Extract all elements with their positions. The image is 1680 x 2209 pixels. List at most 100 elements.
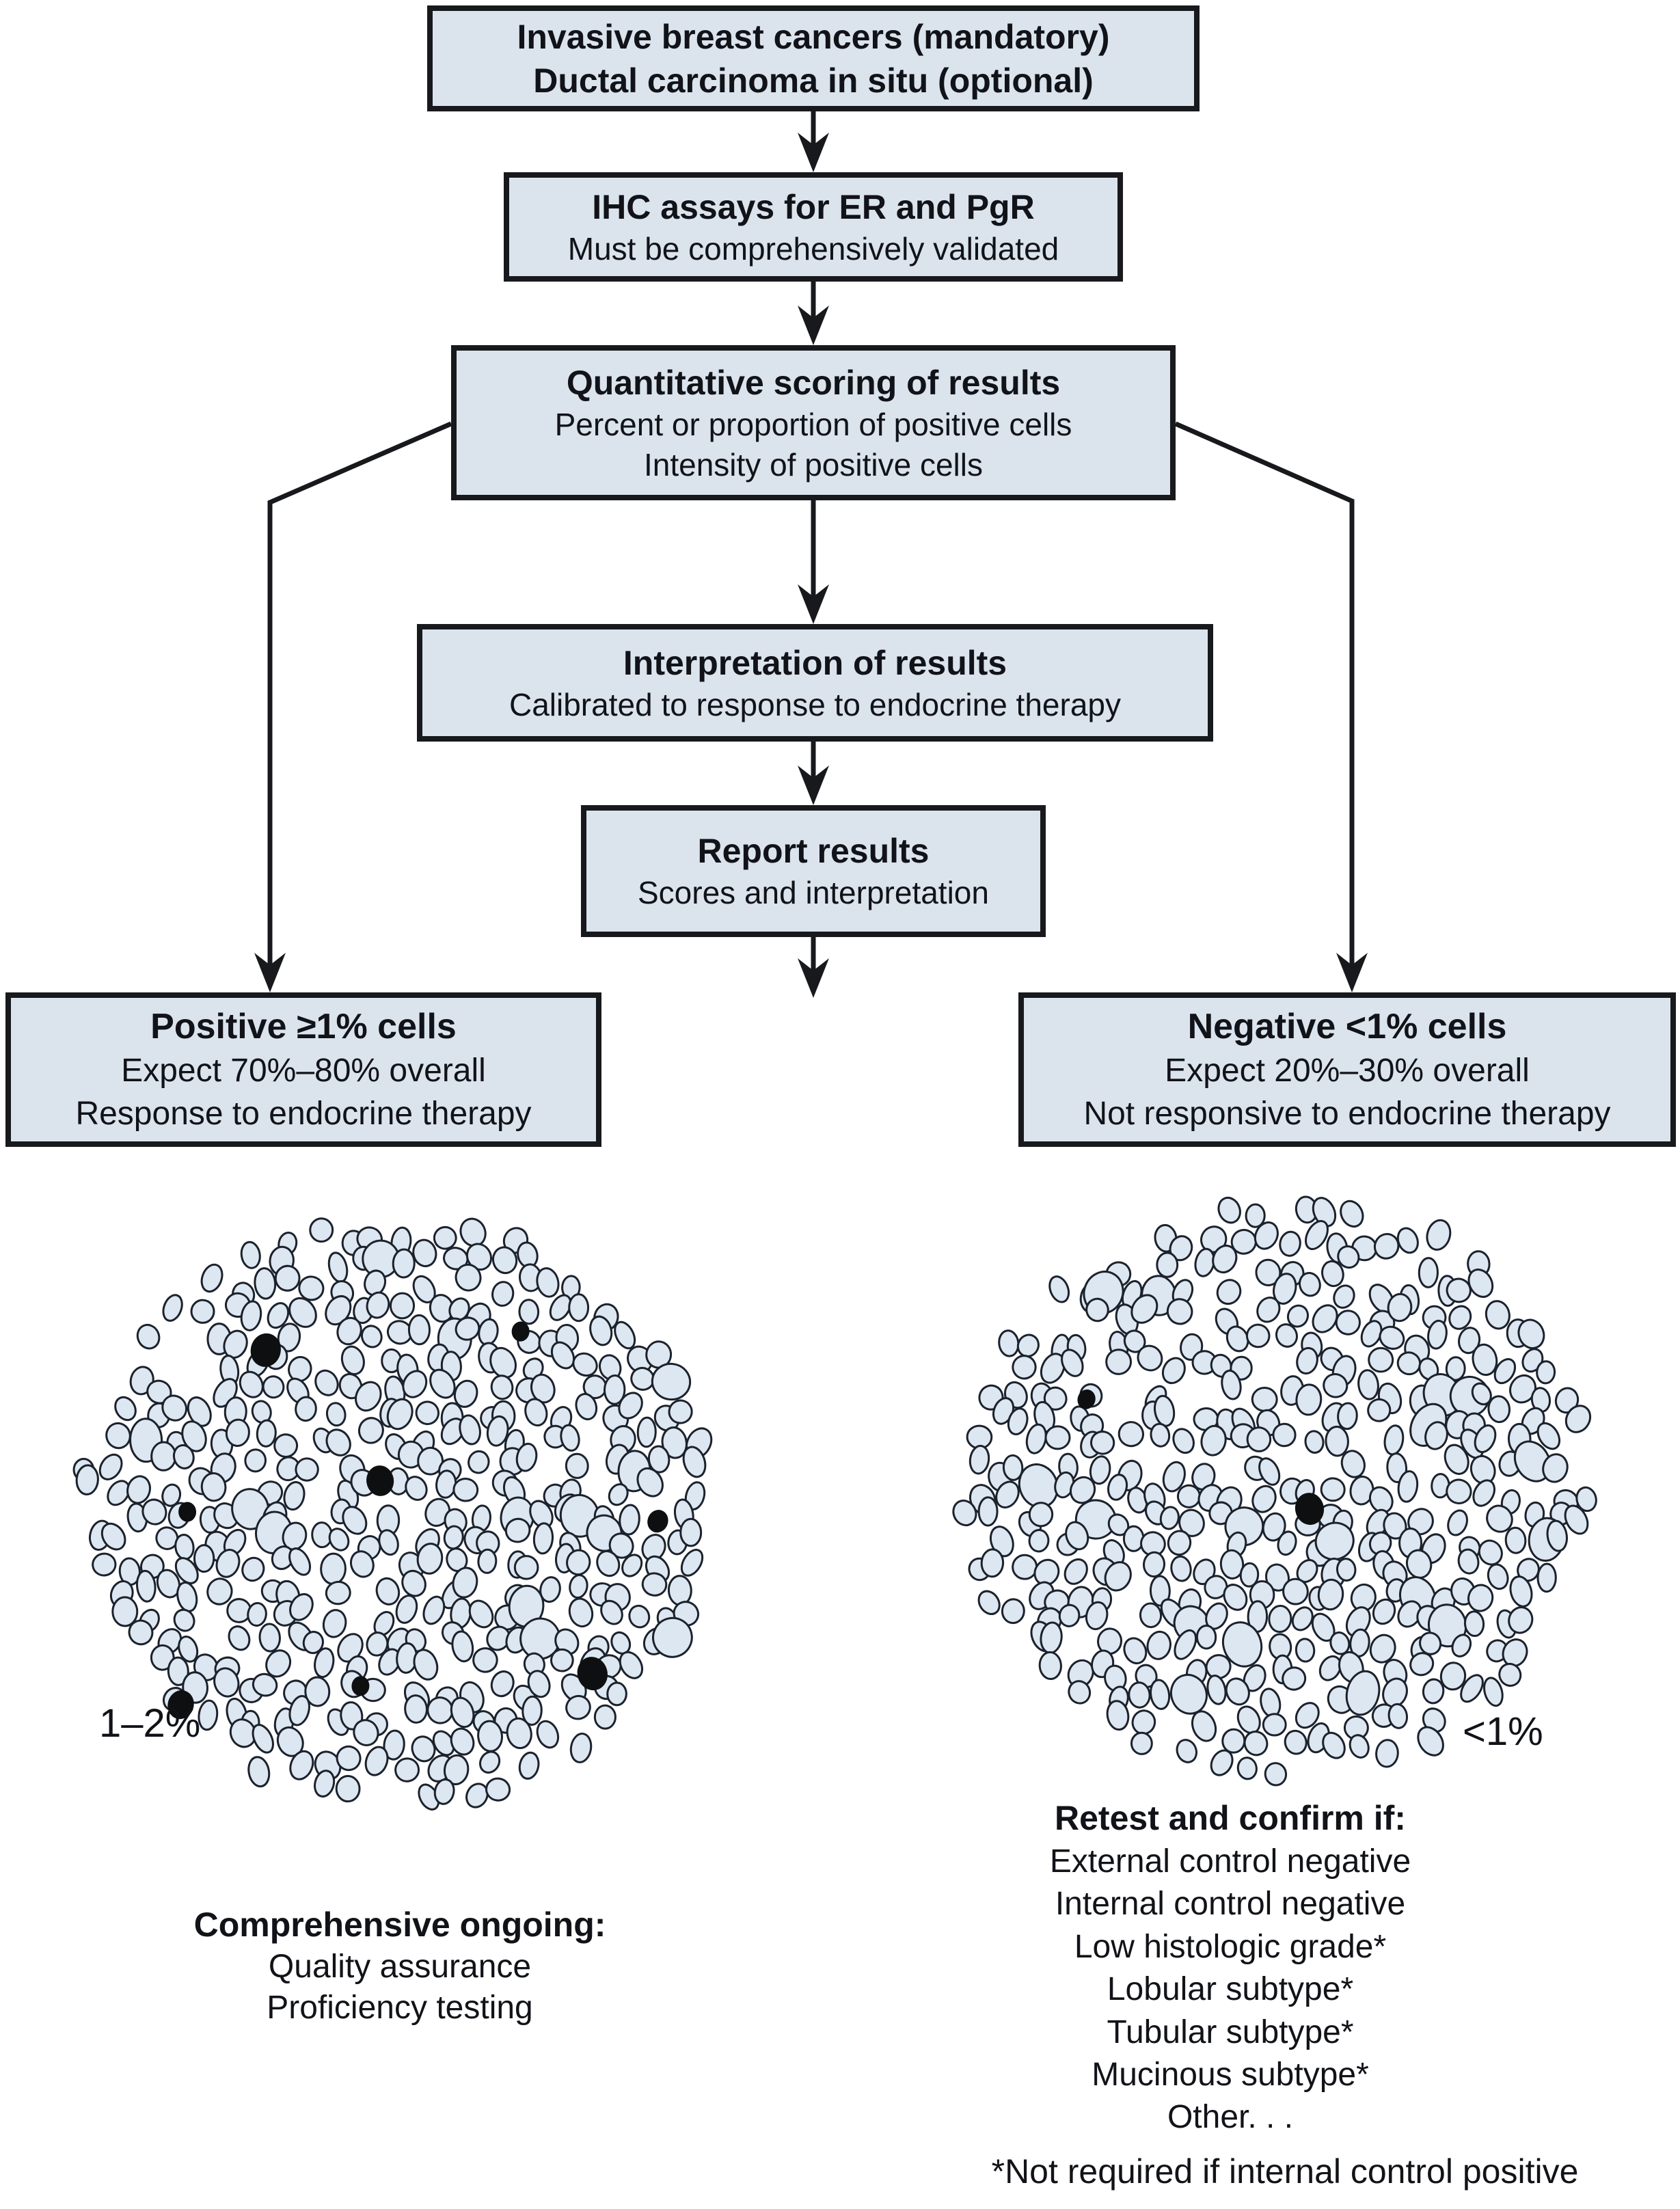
tumor-cell — [252, 1724, 274, 1754]
tumor-cell — [1221, 1621, 1263, 1668]
arrow-down-icon — [798, 306, 829, 345]
tumor-cell — [485, 1777, 511, 1802]
tumor-cell — [568, 1293, 590, 1323]
tumor-cell — [422, 1595, 446, 1625]
tumor-cell — [1149, 1575, 1171, 1607]
tumor-cell — [128, 1619, 154, 1646]
tumor-cell — [1044, 1425, 1071, 1450]
tumor-cell — [998, 1329, 1020, 1357]
tumor-cell — [360, 1325, 383, 1349]
tumor-cell — [215, 1549, 241, 1578]
tumor-cell — [1245, 1323, 1271, 1349]
tumor-cell — [513, 1555, 539, 1580]
tumor-cell — [968, 1444, 990, 1475]
tumor-cell — [309, 1217, 334, 1243]
tumor-cell — [506, 1717, 532, 1750]
tumor-cell — [565, 1452, 589, 1479]
tumor-cell — [366, 1291, 390, 1319]
quality-note-item: Quality assurance — [268, 1949, 532, 1985]
tumor-cell — [651, 1362, 692, 1401]
tumor-cell — [443, 1247, 469, 1271]
tumor-cell — [1105, 1349, 1133, 1375]
tumor-cell — [550, 1341, 575, 1370]
tumor-cell — [1478, 1539, 1503, 1566]
tumor-cell — [386, 1398, 414, 1431]
tumor-cell — [413, 1649, 439, 1681]
tumor-cell — [1422, 1707, 1446, 1733]
tumor-cell — [200, 1472, 227, 1502]
tumor-cell — [1368, 1346, 1394, 1373]
tumor-cell — [1012, 1554, 1038, 1580]
tumor-cell — [1089, 1455, 1111, 1485]
positive-stained-cell — [577, 1657, 608, 1691]
tumor-cell — [357, 1417, 384, 1444]
box-quantitative-scoring: Quantitative scoring of results Percent … — [451, 345, 1176, 500]
tumor-cell — [1508, 1606, 1534, 1634]
tumor-cell — [288, 1547, 312, 1576]
tumor-cell — [1372, 1598, 1396, 1625]
tumor-cell — [1312, 1197, 1337, 1228]
tumor-cell — [1007, 1407, 1029, 1436]
tumor-cell — [225, 1418, 250, 1447]
tumor-cell — [539, 1576, 561, 1603]
tumor-cell — [468, 1599, 494, 1629]
tumor-cell — [353, 1719, 379, 1746]
tumor-cell — [1012, 1355, 1037, 1380]
tumor-cell — [1001, 1598, 1025, 1625]
tumor-cell — [550, 1648, 574, 1672]
tumor-cell — [1509, 1575, 1533, 1608]
tumor-cell — [667, 1575, 692, 1606]
tumor-cell — [1038, 1651, 1062, 1681]
tumor-cell — [1498, 1662, 1522, 1687]
tumor-cell — [288, 1297, 317, 1328]
tumor-cell — [314, 1770, 336, 1798]
tumor-cell — [75, 1464, 99, 1495]
tumor-cell — [1167, 1530, 1192, 1556]
tumor-cell — [1333, 1284, 1355, 1309]
tumor-cell — [173, 1608, 195, 1632]
tumor-cell — [450, 1727, 475, 1756]
tumor-cell — [241, 1556, 265, 1582]
tumor-cell — [1439, 1662, 1467, 1691]
tumor-cell — [645, 1340, 673, 1369]
tumor-cell — [455, 1263, 482, 1292]
tumor-cell — [1265, 1563, 1290, 1592]
tumor-cell — [455, 1316, 480, 1341]
tumor-cell — [491, 1281, 515, 1307]
tumor-cell — [1427, 1319, 1448, 1350]
tumor-cell — [161, 1394, 188, 1422]
tumor-cell — [247, 1756, 271, 1788]
tumor-cell — [1396, 1227, 1419, 1254]
tumor-cell — [1299, 1272, 1321, 1297]
tumor-cell — [568, 1597, 594, 1628]
tumor-cell — [98, 1453, 123, 1480]
tumor-cell — [1504, 1526, 1527, 1554]
tumor-cell — [407, 1314, 431, 1346]
tumor-cell — [977, 1496, 999, 1527]
tumor-cell — [504, 1517, 531, 1543]
tumor-cell — [1258, 1457, 1281, 1486]
tumor-cell — [174, 1534, 195, 1560]
tumor-cell — [105, 1422, 131, 1450]
tumor-cell — [560, 1424, 580, 1452]
tumor-cell — [429, 1368, 456, 1399]
tumor-cell — [1264, 1762, 1288, 1787]
tumor-cell — [283, 1480, 306, 1511]
tumor-cell — [1325, 1425, 1349, 1457]
tumor-cell — [298, 1275, 325, 1301]
tumor-cell — [1448, 1305, 1472, 1330]
tumor-cell — [267, 1302, 290, 1329]
tumor-cell — [443, 1754, 470, 1786]
tumor-cell — [478, 1750, 501, 1774]
tumor-cell — [1447, 1509, 1468, 1536]
tumor-cell — [604, 1374, 626, 1405]
tumor-cell — [980, 1548, 1005, 1578]
positive-stained-cell — [1295, 1493, 1325, 1526]
tumor-cell — [1210, 1749, 1234, 1776]
tumor-cell — [1272, 1422, 1297, 1448]
tumor-cell — [1205, 1654, 1232, 1680]
tumor-cell — [162, 1294, 183, 1322]
tumor-cell — [1564, 1504, 1589, 1535]
tumor-cell — [521, 1695, 543, 1726]
